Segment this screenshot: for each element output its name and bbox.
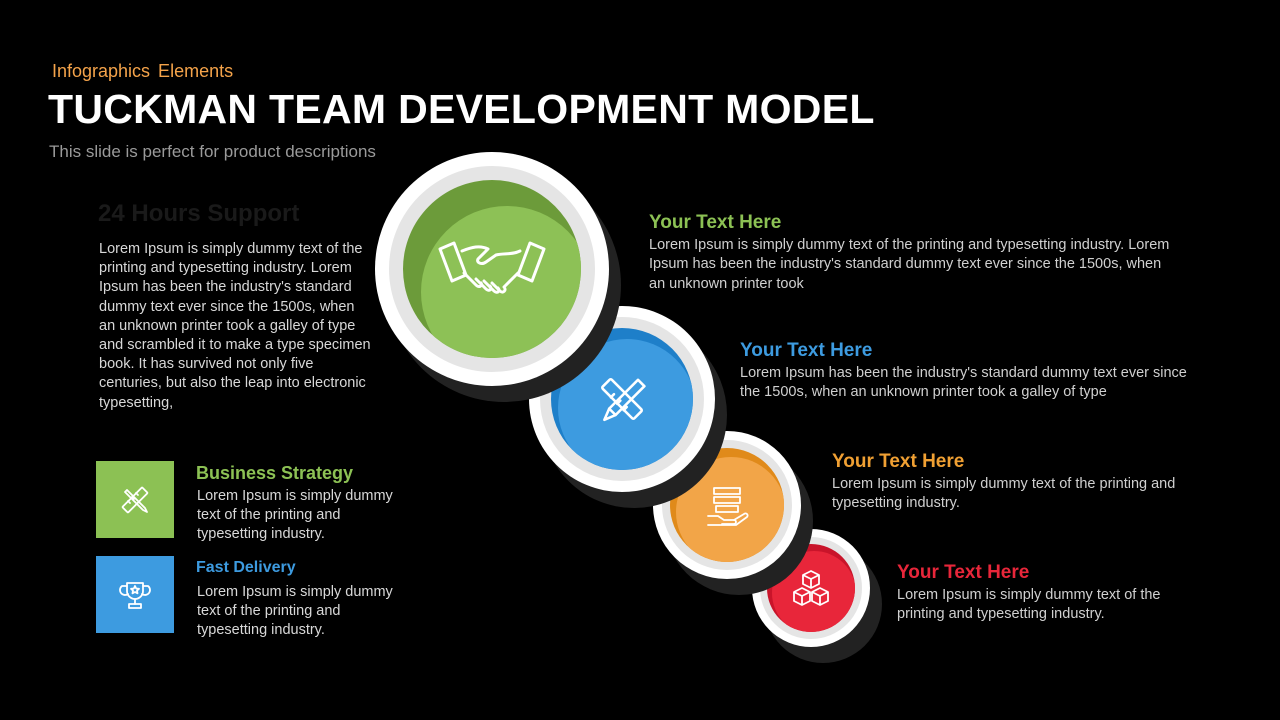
fast-delivery-body: Lorem Ipsum is simply dummy text of the …	[197, 584, 393, 638]
support-heading: 24 Hours Support	[98, 200, 300, 227]
step-2-title: Your Text Here	[740, 340, 873, 361]
step-4-body: Lorem Ipsum is simply dummy text of the …	[897, 587, 1161, 623]
business-strategy-tile	[96, 461, 174, 538]
page-subtitle: This slide is perfect for product descri…	[49, 142, 376, 161]
cubes-icon	[793, 570, 829, 606]
business-strategy-title: Business Strategy	[196, 463, 354, 483]
eyebrow-label: Infographics Elements	[52, 61, 234, 81]
business-strategy-body: Lorem Ipsum is simply dummy text of the …	[197, 488, 393, 542]
fast-delivery-title: Fast Delivery	[196, 559, 296, 576]
support-body: Lorem Ipsum is simply dummy text of the …	[99, 241, 371, 411]
step-2-body: Lorem Ipsum has been the industry's stan…	[740, 365, 1187, 401]
trophy-icon	[119, 581, 151, 609]
page-title: TUCKMAN TEAM DEVELOPMENT MODEL	[48, 86, 875, 132]
step-3-body: Lorem Ipsum is simply dummy text of the …	[832, 476, 1176, 512]
step-1-body: Lorem Ipsum is simply dummy text of the …	[649, 237, 1170, 292]
step-4-title: Your Text Here	[897, 562, 1030, 583]
pencil-ruler-icon	[121, 486, 149, 513]
handshake-icon	[438, 241, 546, 294]
step-2-circle	[529, 306, 715, 492]
step-1-title: Your Text Here	[649, 212, 782, 233]
fast-delivery-tile	[96, 556, 174, 633]
stack-hand-icon	[707, 487, 749, 526]
step-1-circle	[375, 152, 609, 386]
pencil-ruler-icon	[601, 378, 646, 422]
step-4-circle	[752, 529, 870, 647]
step-3-title: Your Text Here	[832, 451, 965, 472]
